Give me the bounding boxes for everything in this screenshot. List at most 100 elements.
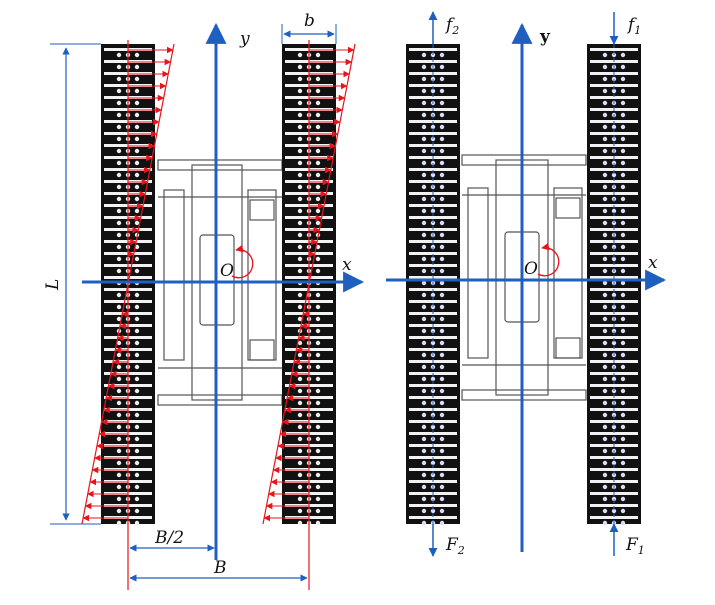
force-f2-label: f2	[444, 15, 459, 37]
tread-hole	[620, 364, 626, 370]
tread-hole	[116, 88, 122, 94]
tread-bar	[409, 96, 457, 99]
tread-bar	[590, 264, 638, 267]
tread-hole	[116, 220, 122, 226]
tread-hole	[421, 148, 427, 154]
right-y-axis-label: y	[539, 27, 551, 47]
tread-bar	[590, 468, 638, 471]
tread-bar	[590, 348, 638, 351]
tread-hole	[315, 400, 321, 406]
tread-hole	[134, 184, 140, 190]
tread-hole	[421, 112, 427, 118]
tread-hole	[620, 508, 626, 514]
tread-hole	[620, 424, 626, 430]
tread-hole	[116, 124, 122, 130]
tread-hole	[116, 484, 122, 490]
tread-hole	[116, 436, 122, 442]
tread-hole	[602, 400, 608, 406]
tread-hole	[297, 364, 303, 370]
tread-hole	[297, 196, 303, 202]
tread-hole	[297, 172, 303, 178]
tread-hole	[315, 412, 321, 418]
tread-hole	[620, 484, 626, 490]
tread-hole	[421, 508, 427, 514]
tread-hole	[620, 172, 626, 178]
tread-hole	[421, 52, 427, 58]
tread-hole	[602, 412, 608, 418]
tread-hole	[602, 256, 608, 262]
tread-hole	[116, 76, 122, 82]
tread-hole	[134, 220, 140, 226]
tread-hole	[297, 304, 303, 310]
tread-hole	[430, 292, 436, 298]
tread-hole	[116, 232, 122, 238]
tread-hole	[439, 208, 445, 214]
tread-hole	[620, 280, 626, 286]
tread-hole	[421, 364, 427, 370]
tread-hole	[620, 460, 626, 466]
tread-hole	[620, 472, 626, 478]
tread-hole	[134, 352, 140, 358]
tread-hole	[439, 376, 445, 382]
tread-hole	[134, 436, 140, 442]
tread-hole	[620, 400, 626, 406]
tread-hole	[620, 52, 626, 58]
tread-hole	[602, 376, 608, 382]
tread-hole	[439, 172, 445, 178]
tread-hole	[439, 244, 445, 250]
tread-hole	[430, 460, 436, 466]
tread-hole	[421, 184, 427, 190]
tread-hole	[439, 184, 445, 190]
tread-hole	[116, 424, 122, 430]
tread-hole	[421, 328, 427, 334]
tread-hole	[134, 388, 140, 394]
tread-hole	[315, 184, 321, 190]
tread-hole	[620, 232, 626, 238]
left-diagram: y x O L b B/2 B	[43, 11, 365, 590]
tread-hole	[315, 160, 321, 166]
tread-hole	[439, 292, 445, 298]
tread-hole	[297, 112, 303, 118]
tread-hole	[602, 148, 608, 154]
tread-hole	[116, 160, 122, 166]
tread-hole	[439, 124, 445, 130]
tread-hole	[439, 364, 445, 370]
tread-hole	[134, 412, 140, 418]
tread-hole	[439, 64, 445, 70]
tread-hole	[439, 232, 445, 238]
tread-hole	[620, 220, 626, 226]
tread-hole	[430, 424, 436, 430]
tread-hole	[134, 64, 140, 70]
tread-hole	[439, 52, 445, 58]
tread-hole	[297, 136, 303, 142]
tread-hole	[315, 148, 321, 154]
tread-hole	[134, 364, 140, 370]
tread-hole	[297, 412, 303, 418]
tread-hole	[116, 412, 122, 418]
tread-hole	[421, 124, 427, 130]
tread-hole	[620, 412, 626, 418]
tread-hole	[620, 100, 626, 106]
tread-bar	[409, 348, 457, 351]
right-x-axis-label: x	[648, 253, 658, 273]
tread-hole	[620, 496, 626, 502]
right-rotation-arrow	[537, 242, 560, 277]
tread-hole	[297, 460, 303, 466]
tread-hole	[620, 184, 626, 190]
tread-hole	[439, 328, 445, 334]
tread-bar	[409, 516, 457, 519]
tread-bar	[409, 504, 457, 507]
tread-hole	[116, 316, 122, 322]
tread-hole	[439, 76, 445, 82]
tread-hole	[297, 256, 303, 262]
tread-hole	[134, 256, 140, 262]
tread-hole	[620, 520, 626, 526]
tread-hole	[297, 388, 303, 394]
tread-hole	[430, 208, 436, 214]
tread-hole	[439, 340, 445, 346]
tread-hole	[134, 136, 140, 142]
tread-hole	[134, 112, 140, 118]
tread-hole	[620, 160, 626, 166]
tread-hole	[315, 112, 321, 118]
tread-hole	[602, 424, 608, 430]
